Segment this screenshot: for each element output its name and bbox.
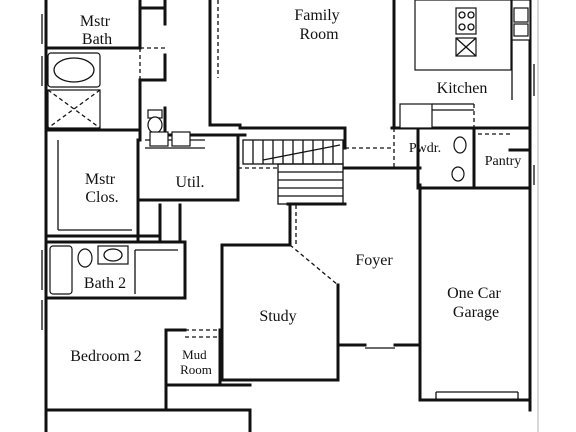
room-label-pwdr: Pwdr.	[409, 141, 441, 156]
cooktop-icon	[455, 7, 477, 35]
washer-icon	[149, 131, 169, 147]
bath-2-tub-icon	[49, 245, 73, 295]
room-label-one-car-garage: One Car Garage	[447, 285, 505, 321]
toilet-icon	[147, 116, 163, 134]
exterior-walls	[44, 0, 532, 432]
room-label-pantry: Pantry	[485, 154, 522, 169]
room-label-bath-2: Bath 2	[84, 275, 126, 292]
bedroom-2-walls	[164, 328, 252, 412]
room-label-util: Util.	[176, 174, 205, 191]
powder-toilet-icon	[453, 136, 467, 154]
microwave-icon	[513, 23, 529, 37]
study-walls	[220, 203, 340, 382]
refrigerator-icon	[399, 103, 433, 129]
bath-2-toilet-icon	[77, 248, 93, 268]
master-closet-walls	[44, 140, 182, 242]
bathtub-basin	[53, 57, 95, 83]
room-label-kitchen: Kitchen	[437, 80, 488, 97]
kitchen-fixtures	[399, 0, 531, 129]
room-label-family-room: Family Room	[294, 7, 343, 43]
room-label-bedroom-2: Bedroom 2	[70, 348, 142, 365]
family-room-walls	[345, 0, 396, 168]
room-label-mud-room: Mud Room	[180, 347, 212, 377]
room-label-foyer: Foyer	[355, 252, 393, 269]
room-label-study: Study	[259, 308, 296, 325]
staircase	[238, 139, 347, 206]
master-bath-walls	[44, 0, 247, 142]
room-label-mstr-bath: Mstr Bath	[80, 13, 114, 48]
window-marks	[41, 14, 535, 330]
room-label-mstr-clos: Mstr Clos.	[85, 171, 119, 206]
vanity-icon	[97, 245, 129, 265]
powder-sink-icon	[451, 166, 465, 182]
oven-icon	[513, 7, 529, 23]
dryer-icon	[171, 131, 191, 147]
foyer-walls	[338, 166, 422, 402]
bath-2-walls	[44, 240, 187, 300]
